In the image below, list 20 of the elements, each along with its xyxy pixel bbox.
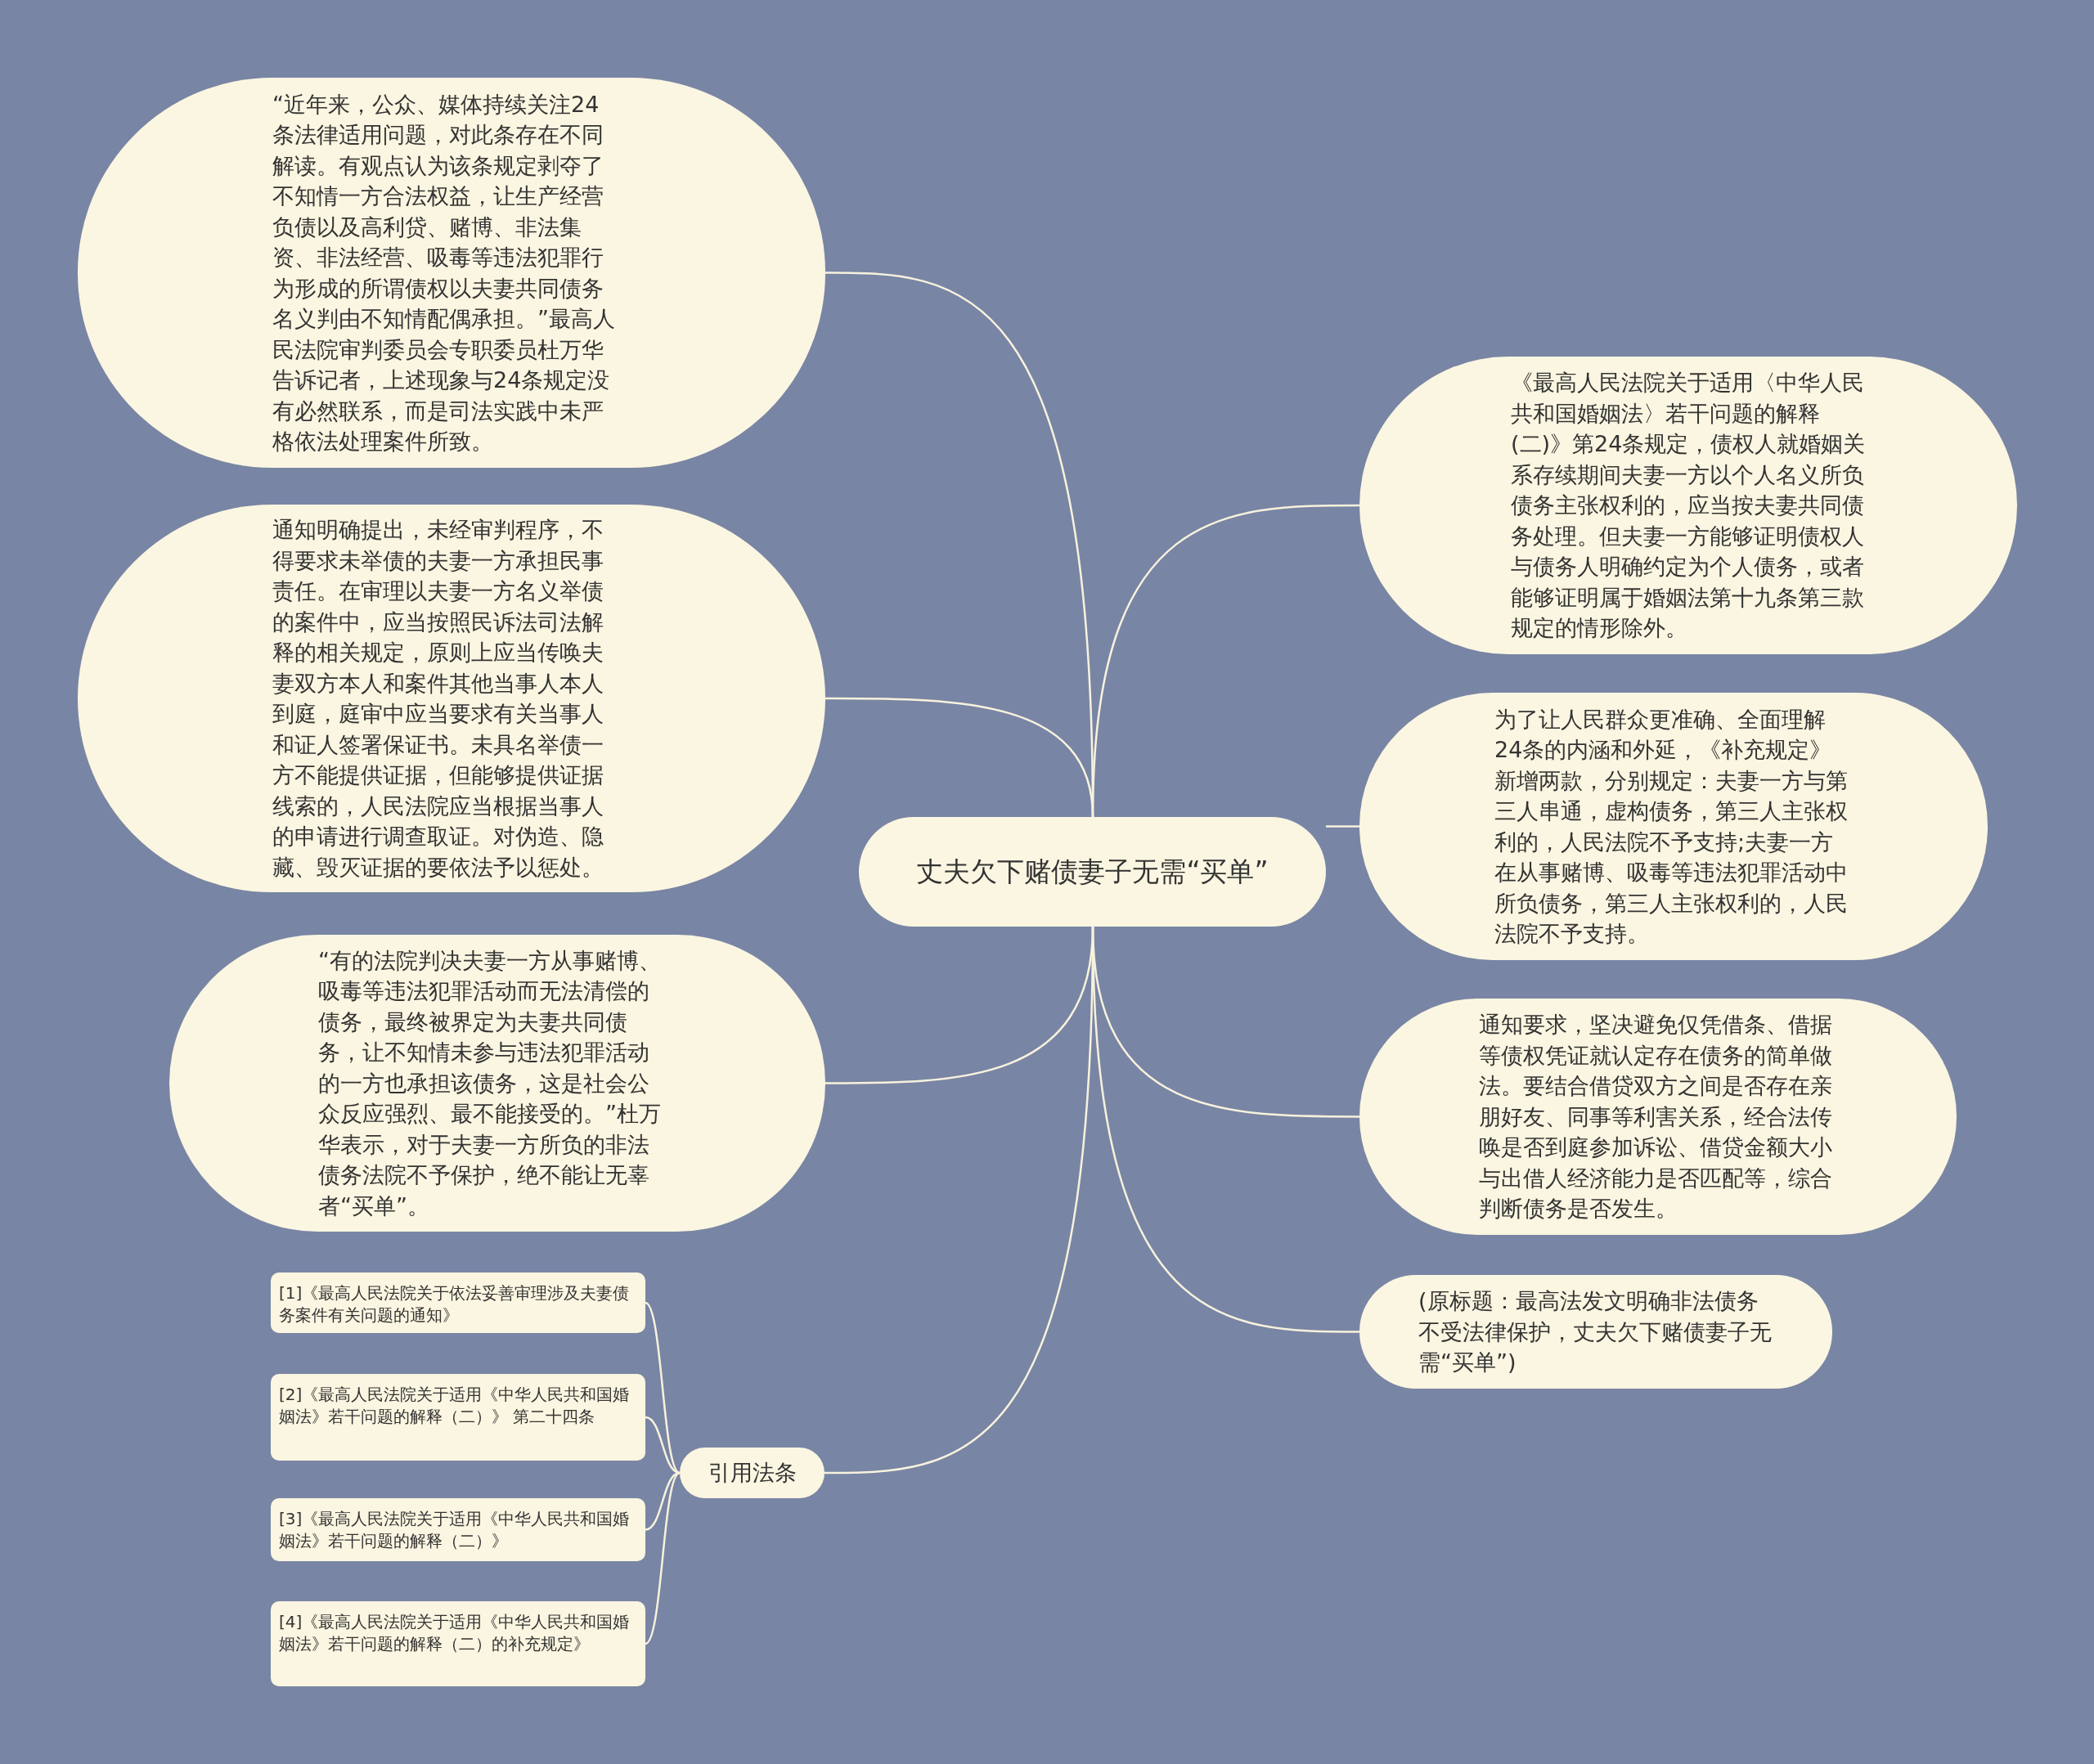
connector-line [1091,504,1359,818]
text-bubble: 通知明确提出，未经审判程序，不得要求未举债的夫妻一方承担民事责任。在审理以夫妻一方名义举债的案件中，应当按照民诉法司法解释的相关规定，原则上应当传唤夫妻双方本人和案件其他当事人本人到庭，庭审中应当要求有关当事人和证人签署保证书。未具名举债一方不能提供证据，但能够提供证据线索的，人民法院应当根据当事人的申请进行调查取证。对伪造、隐藏、毁灭证据的要依法予以惩处。 [78,505,825,892]
connector-line [825,926,1094,1474]
citation-box: [3]《最高人民法院关于适用《中华人民共和国婚姻法》若干问题的解释（二）》 [271,1498,645,1561]
citation-box: [1]《最高人民法院关于依法妥善审理涉及夫妻债务案件有关问题的通知》 [271,1273,645,1333]
text-bubble: 为了让人民群众更准确、全面理解24条的内涵和外延，《补充规定》新增两款，分别规定：夫妻一方与第三人串通，虚构债务，第三人主张权利的，人民法院不予支持;夫妻一方在从事赌博、吸毒等违法犯罪活动中所负债务，第三人主张权利的，人民法院不予支持。 [1359,693,1988,960]
topic-bubble: 丈夫欠下赌债妻子无需“买单” [859,817,1326,927]
connector-line [1326,825,1359,828]
connector-line [645,1471,681,1531]
text-bubble: 通知要求，坚决避免仅凭借条、借据等债权凭证就认定存在债务的简单做法。要结合借贷双方之间是否存在亲朋好友、同事等利害关系，经合法传唤是否到庭参加诉讼、借贷金额大小与出借人经济能力是否匹配等，综合判断债务是否发生。 [1359,999,1957,1235]
label-bubble: 引用法条 [680,1448,825,1498]
citation-box: [4]《最高人民法院关于适用《中华人民共和国婚姻法》若干问题的解释（二）的补充规定》 [271,1601,645,1686]
connector-line [645,1416,681,1474]
text-bubble: 《最高人民法院关于适用〈中华人民共和国婚姻法〉若干问题的解释(二)》第24条规定，债权人就婚姻关系存续期间夫妻一方以个人名义所负债务主张权利的，应当按夫妻共同债务处理。但夫妻一方能够证明债权人与债务人明确约定为个人债务，或者能够证明属于婚姻法第十九条第三款规定的情形除外。 [1359,357,2017,654]
connector-line [645,1472,681,1645]
citation-box: [2]《最高人民法院关于适用《中华人民共和国婚姻法》若干问题的解释（二）》 第二十四条 [271,1374,645,1461]
connector-line [645,1302,681,1474]
text-bubble: “近年来，公众、媒体持续关注24条法律适用问题，对此条存在不同解读。有观点认为该条规定剥夺了不知情一方合法权益，让生产经营负债以及高利贷、赌博、非法集资、非法经营、吸毒等违法犯罪行为形成的所谓债权以夫妻共同债务名义判由不知情配偶承担。”最高人民法院审判委员会专职委员杜万华告诉记者，上述现象与24条规定没有必然联系，而是司法实践中未严格依法处理案件所致。 [78,78,825,468]
text-bubble: “有的法院判决夫妻一方从事赌博、吸毒等违法犯罪活动而无法清偿的债务，最终被界定为夫妻共同债务，让不知情未参与违法犯罪活动的一方也承担该债务，这是社会公众反应强烈、最不能接受的。”杜万华表示，对于夫妻一方所负的非法债务法院不予保护，绝不能让无辜者“买单”。 [169,935,825,1232]
text-bubble: (原标题：最高法发文明确非法债务不受法律保护，丈夫欠下赌债妻子无需“买单”) [1359,1275,1832,1389]
